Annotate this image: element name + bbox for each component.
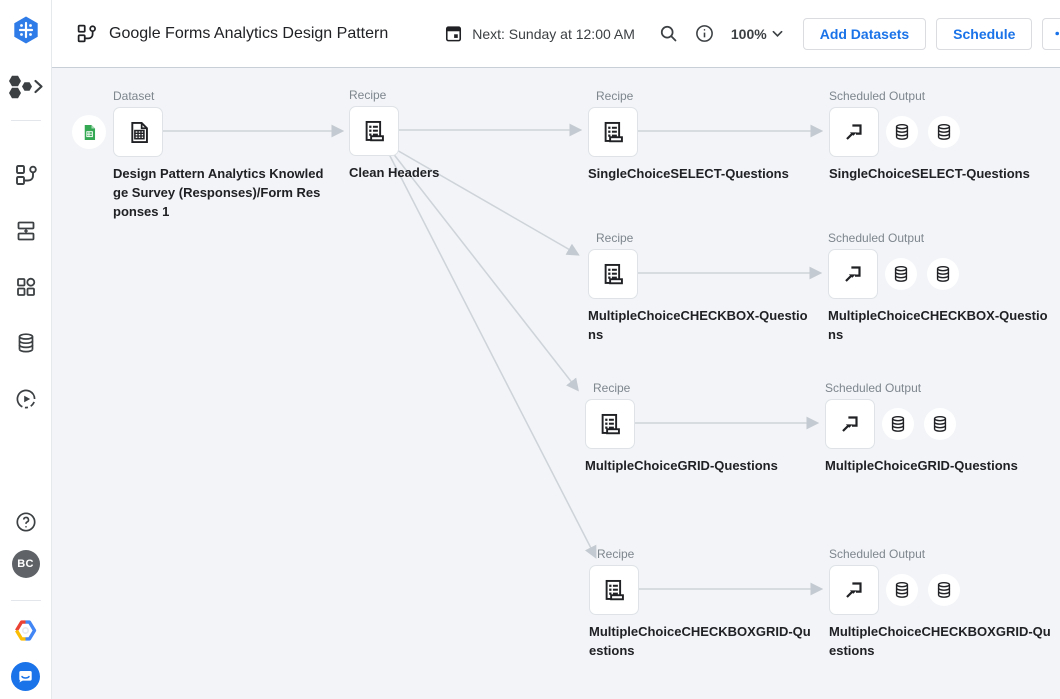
database-icon[interactable] bbox=[886, 116, 918, 148]
avatar[interactable]: BC bbox=[11, 550, 40, 578]
flow-icon bbox=[76, 23, 97, 44]
sidebar-bottom: BC bbox=[10, 510, 41, 691]
more-icon[interactable] bbox=[1042, 17, 1060, 50]
google-cloud-icon[interactable] bbox=[12, 617, 39, 644]
node-title[interactable]: MultipleChoiceGRID-Questions bbox=[825, 458, 1018, 473]
dataset-table-icon bbox=[130, 121, 148, 143]
sidebar-divider-bottom bbox=[10, 600, 41, 601]
scheduled-output-icon bbox=[842, 416, 858, 432]
node-recipe-multiplechoicecheckbox: Recipe MultipleChoiceCHECKBOX-Questions bbox=[588, 231, 812, 344]
scheduled-output-icon bbox=[846, 582, 862, 598]
node-type-label: Recipe bbox=[596, 89, 634, 103]
sidebar: BC bbox=[0, 0, 52, 699]
node-recipe-multiplechoicegrid: Recipe MultipleChoiceGRID-Questions bbox=[585, 381, 809, 475]
connections-database-icon[interactable] bbox=[14, 331, 38, 355]
database-icon[interactable] bbox=[885, 258, 917, 290]
library-nav-icon[interactable] bbox=[14, 275, 38, 299]
schedule-button[interactable]: Schedule bbox=[936, 17, 1033, 50]
scheduled-output-icon bbox=[846, 124, 862, 140]
output-node-box[interactable] bbox=[829, 565, 879, 615]
database-icon[interactable] bbox=[886, 574, 918, 606]
node-title[interactable]: MultipleChoiceCHECKBOX-Questions bbox=[588, 308, 808, 342]
chevron-down-icon bbox=[772, 30, 783, 37]
recipe-icon bbox=[604, 263, 623, 284]
node-output-multiplechoicegrid: Scheduled Output bbox=[825, 381, 1049, 475]
next-run-text: Next: Sunday at 12:00 AM bbox=[472, 25, 635, 42]
recipe-node-box[interactable] bbox=[349, 106, 399, 156]
node-title[interactable]: MultipleChoiceGRID-Questions bbox=[585, 458, 778, 473]
database-icon[interactable] bbox=[882, 408, 914, 440]
scheduled-output-icon bbox=[845, 266, 861, 282]
node-output-multiplechoicecheckboxgrid: Scheduled Output bbox=[829, 547, 1053, 660]
node-output-multiplechoicecheckbox: Scheduled Output bbox=[828, 231, 1052, 344]
node-recipe-singlechoiceselect: Recipe SingleChoiceSELECT-Questions bbox=[588, 89, 812, 183]
node-type-label: Recipe bbox=[597, 547, 635, 561]
main-area: Google Forms Analytics Design Pattern Ne… bbox=[52, 0, 1060, 699]
help-icon[interactable] bbox=[14, 510, 38, 534]
database-icon[interactable] bbox=[924, 408, 956, 440]
recipe-icon bbox=[604, 121, 623, 142]
plans-nav-icon[interactable] bbox=[14, 219, 38, 243]
recipe-node-box[interactable] bbox=[585, 399, 635, 449]
database-icon[interactable] bbox=[928, 116, 960, 148]
node-clean-headers: Recipe Clean Headers bbox=[349, 88, 573, 182]
recipe-icon bbox=[601, 413, 620, 434]
node-type-label: Dataset bbox=[113, 89, 155, 103]
header-actions: 100% Add Datasets Schedule bbox=[651, 16, 1060, 52]
node-title[interactable]: SingleChoiceSELECT-Questions bbox=[829, 166, 1030, 181]
node-title[interactable]: Design Pattern Analytics Knowledge Surve… bbox=[113, 166, 324, 219]
node-type-label: Recipe bbox=[349, 88, 387, 102]
recipe-icon bbox=[365, 120, 384, 141]
node-type-label: Recipe bbox=[593, 381, 631, 395]
sidebar-divider bbox=[10, 120, 41, 121]
database-icon[interactable] bbox=[927, 258, 959, 290]
search-icon[interactable] bbox=[651, 16, 687, 52]
flows-nav-icon[interactable] bbox=[14, 163, 38, 187]
sheets-file-icon bbox=[72, 115, 106, 149]
job-history-icon[interactable] bbox=[14, 387, 38, 411]
workspace-hexagons-icon[interactable] bbox=[7, 72, 45, 100]
page-title: Google Forms Analytics Design Pattern bbox=[109, 24, 389, 42]
node-type-label: Scheduled Output bbox=[828, 231, 925, 245]
zoom-level: 100% bbox=[730, 25, 767, 42]
add-datasets-button[interactable]: Add Datasets bbox=[802, 17, 927, 50]
flow-edges bbox=[163, 123, 824, 596]
node-type-label: Recipe bbox=[596, 231, 634, 245]
database-icon[interactable] bbox=[928, 574, 960, 606]
recipe-node-box[interactable] bbox=[589, 565, 639, 615]
node-title[interactable]: MultipleChoiceCHECKBOXGRID-Questions bbox=[589, 624, 811, 658]
calendar-icon bbox=[446, 26, 462, 42]
output-node-box[interactable] bbox=[828, 249, 878, 299]
node-recipe-multiplechoicecheckboxgrid: Recipe MultipleChoiceCHECKBOXGRID-Questi… bbox=[589, 547, 813, 660]
flow-header: Google Forms Analytics Design Pattern Ne… bbox=[52, 0, 1060, 68]
node-title[interactable]: MultipleChoiceCHECKBOX-Questions bbox=[828, 308, 1048, 342]
zoom-control[interactable]: 100% bbox=[731, 26, 783, 42]
node-title[interactable]: SingleChoiceSELECT-Questions bbox=[588, 166, 789, 181]
recipe-icon bbox=[605, 579, 624, 600]
sidebar-nav bbox=[14, 163, 38, 411]
node-type-label: Scheduled Output bbox=[825, 381, 922, 395]
node-type-label: Scheduled Output bbox=[829, 547, 926, 561]
info-icon[interactable] bbox=[687, 16, 723, 52]
recipe-node-box[interactable] bbox=[588, 107, 638, 157]
node-title[interactable]: MultipleChoiceCHECKBOXGRID-Questions bbox=[829, 624, 1051, 658]
recipe-node-box[interactable] bbox=[588, 249, 638, 299]
output-node-box[interactable] bbox=[825, 399, 875, 449]
dataset-node-box[interactable] bbox=[113, 107, 163, 157]
node-output-singlechoiceselect: Scheduled Output bbox=[829, 89, 1053, 183]
app-logo-hexagon-icon[interactable] bbox=[10, 14, 42, 46]
node-title[interactable]: Clean Headers bbox=[349, 165, 440, 180]
output-node-box[interactable] bbox=[829, 107, 879, 157]
chat-support-icon[interactable] bbox=[11, 662, 40, 691]
node-type-label: Scheduled Output bbox=[829, 89, 926, 103]
node-dataset: Dataset bbox=[72, 89, 325, 221]
flow-canvas[interactable]: Dataset bbox=[52, 68, 1060, 699]
schedule-status[interactable]: Next: Sunday at 12:00 AM bbox=[444, 24, 635, 43]
